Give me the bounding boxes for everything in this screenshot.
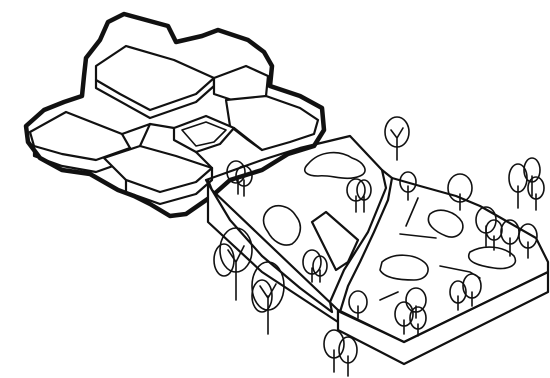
tree <box>448 174 472 210</box>
planter-blob-4 <box>428 210 463 237</box>
planter-blob-2 <box>264 206 301 245</box>
tree <box>385 117 409 160</box>
tree <box>395 288 426 336</box>
roof-panel-right <box>340 178 548 342</box>
planter-blob-3 <box>380 255 428 280</box>
slab-side-front <box>338 272 548 364</box>
roof-path-1 <box>400 234 436 238</box>
tree <box>501 220 537 258</box>
planter-blob-1 <box>305 153 365 179</box>
roof-path-2 <box>406 198 418 226</box>
tree <box>347 179 371 212</box>
tree <box>349 291 367 318</box>
roof-skylight <box>312 212 358 270</box>
tree <box>450 274 481 310</box>
roof-path-4 <box>380 292 398 300</box>
planter-blob-5 <box>469 247 516 268</box>
tree <box>476 207 502 250</box>
roof-path-3 <box>440 266 480 278</box>
building-massing <box>26 14 324 216</box>
tree <box>509 158 544 210</box>
tree <box>400 172 416 200</box>
tree <box>303 250 327 282</box>
